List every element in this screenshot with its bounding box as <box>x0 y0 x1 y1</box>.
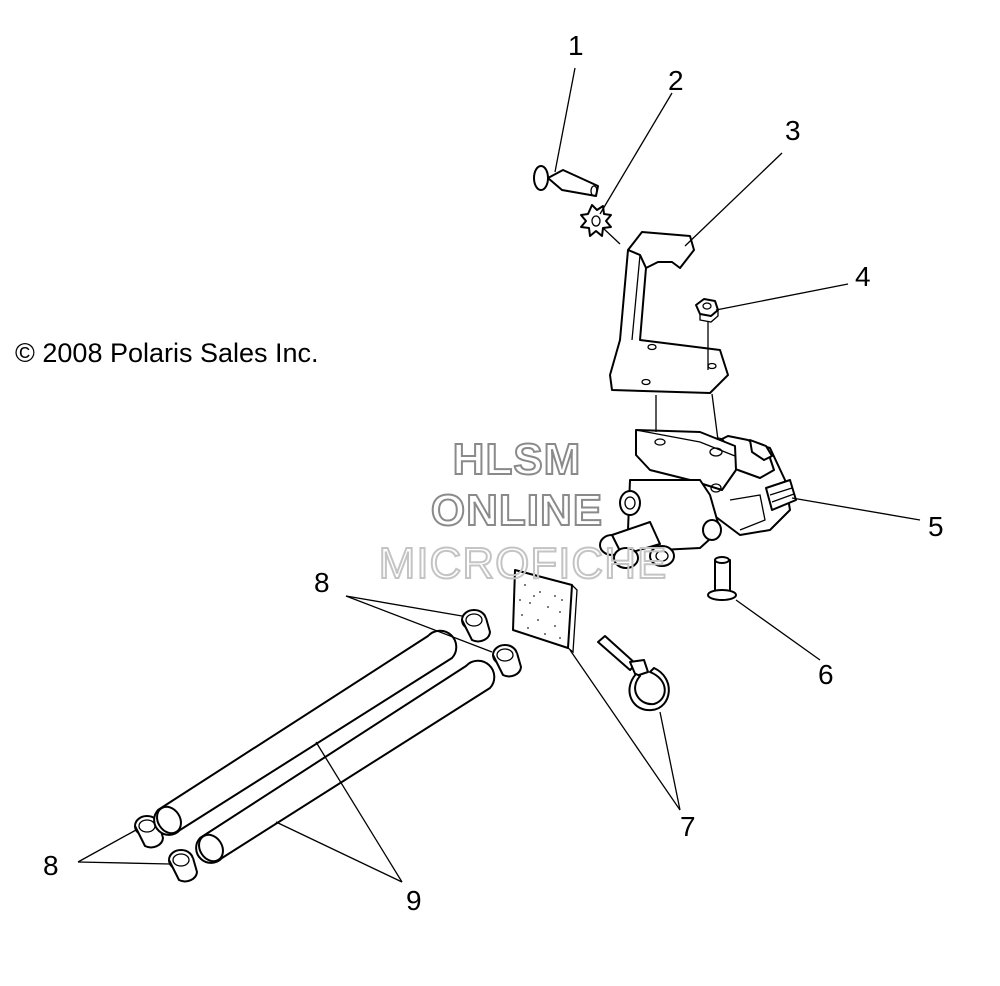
callout-4: 4 <box>855 261 871 292</box>
part-clamp <box>461 609 491 643</box>
callout-8-upper: 8 <box>314 567 330 598</box>
part-star-washer <box>580 204 612 237</box>
part-clamp <box>168 849 198 883</box>
callout-labels: 1 2 3 4 5 6 7 8 8 9 <box>43 30 944 916</box>
watermark-line-2: ONLINE <box>431 486 603 535</box>
part-bolt <box>533 165 599 197</box>
watermark-line-1: HLSM <box>453 435 582 484</box>
callout-8-lower: 8 <box>43 850 59 881</box>
part-nut <box>695 298 719 323</box>
callout-1: 1 <box>568 30 584 61</box>
callout-9: 9 <box>406 885 422 916</box>
part-screw <box>707 556 737 601</box>
part-hose <box>153 629 458 836</box>
copyright-text: © 2008 Polaris Sales Inc. <box>15 338 319 368</box>
part-cable-tie <box>597 635 670 712</box>
part-filter-pad <box>512 569 578 654</box>
callout-7: 7 <box>680 811 696 842</box>
part-clamp <box>134 815 164 849</box>
part-valve-assembly <box>599 429 797 569</box>
watermark-line-3: MICROFICHE <box>379 539 668 588</box>
callout-6: 6 <box>818 659 834 690</box>
watermark: HLSM ONLINE MICROFICHE <box>378 434 668 589</box>
leader-lines <box>77 67 921 883</box>
callout-2: 2 <box>668 65 684 96</box>
part-hose <box>195 659 496 864</box>
callout-5: 5 <box>928 511 944 542</box>
part-clamp <box>492 644 522 678</box>
part-bracket <box>609 231 729 394</box>
callout-3: 3 <box>785 115 801 146</box>
